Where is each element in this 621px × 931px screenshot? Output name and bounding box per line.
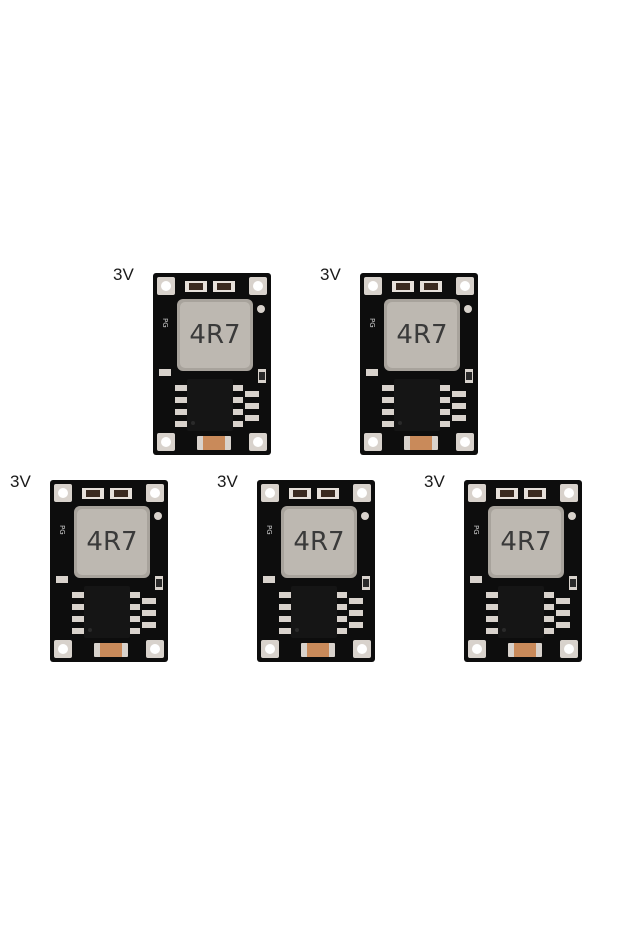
power-module: 3V 4R7 PG <box>320 265 520 465</box>
via-pad <box>154 512 162 520</box>
voltage-label: 3V <box>10 472 31 491</box>
inductor-marking: 4R7 <box>189 320 240 350</box>
pcb-board: 4R7 PG <box>360 273 478 455</box>
inductor-face <box>77 509 147 575</box>
inductor-marking: 4R7 <box>293 527 344 557</box>
power-module: 3V 4R7 PG <box>113 265 313 465</box>
ic-chip <box>382 379 450 431</box>
ic-chip <box>72 586 140 638</box>
silk-marking: PG <box>368 318 376 328</box>
mounting-holes <box>54 484 164 658</box>
smd-components <box>366 369 473 421</box>
inductor-face <box>387 302 457 368</box>
mounting-holes <box>261 484 371 658</box>
silk-marking: PG <box>265 525 273 535</box>
via-pad <box>257 305 265 313</box>
top-resistors <box>82 488 132 499</box>
top-resistors <box>496 488 546 499</box>
inductor-marking: 4R7 <box>500 527 551 557</box>
inductor-face <box>180 302 250 368</box>
voltage-label: 3V <box>424 472 445 491</box>
voltage-label: 3V <box>113 265 134 284</box>
pcb-board: 4R7 PG <box>153 273 271 455</box>
voltage-label: 3V <box>320 265 341 284</box>
smd-components <box>470 576 577 628</box>
pcb-board: 4R7 PG <box>464 480 582 662</box>
bottom-capacitor <box>508 643 542 657</box>
inductor-face <box>284 509 354 575</box>
inductor-marking: 4R7 <box>396 320 447 350</box>
silk-marking: PG <box>472 525 480 535</box>
smd-components <box>56 576 163 628</box>
ic-chip <box>279 586 347 638</box>
via-pad <box>361 512 369 520</box>
mounting-holes <box>364 277 474 451</box>
silk-marking: PG <box>58 525 66 535</box>
smd-components <box>159 369 266 421</box>
bottom-capacitor <box>301 643 335 657</box>
bottom-capacitor <box>404 436 438 450</box>
mounting-holes <box>157 277 267 451</box>
power-module: 3V 4R7 PG <box>424 472 621 672</box>
ic-chip <box>175 379 243 431</box>
top-resistors <box>185 281 235 292</box>
bottom-capacitor <box>94 643 128 657</box>
pcb-board: 4R7 PG <box>50 480 168 662</box>
power-module: 3V 4R7 PG <box>217 472 417 672</box>
power-module: 3V 4R7 PG <box>10 472 210 672</box>
inductor-face <box>491 509 561 575</box>
pcb-board: 4R7 PG <box>257 480 375 662</box>
voltage-label: 3V <box>217 472 238 491</box>
smd-components <box>263 576 370 628</box>
ic-chip <box>486 586 554 638</box>
inductor-marking: 4R7 <box>86 527 137 557</box>
via-pad <box>464 305 472 313</box>
top-resistors <box>289 488 339 499</box>
via-pad <box>568 512 576 520</box>
bottom-capacitor <box>197 436 231 450</box>
mounting-holes <box>468 484 578 658</box>
silk-marking: PG <box>161 318 169 328</box>
top-resistors <box>392 281 442 292</box>
